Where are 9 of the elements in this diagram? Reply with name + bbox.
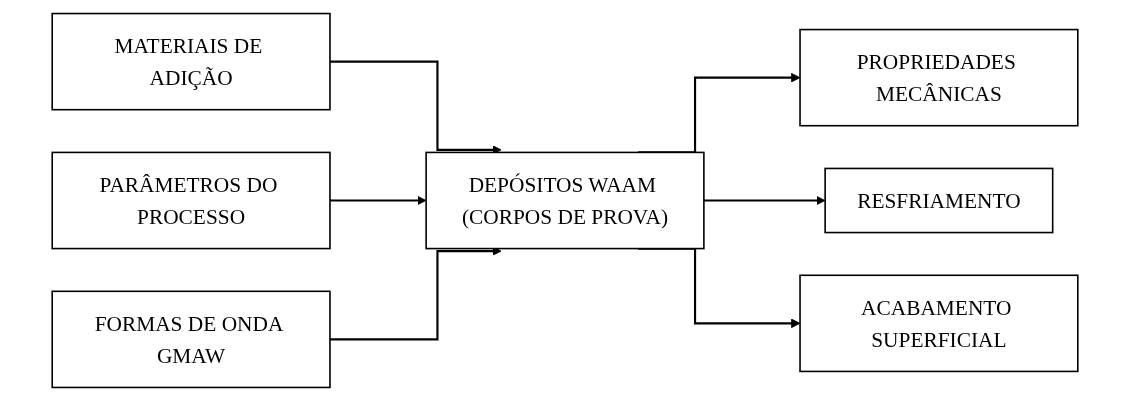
node-box: ACABAMENTO SUPERFICIAL [799, 274, 1079, 373]
node-box: PARÂMETROS DO PROCESSO [51, 151, 331, 250]
node-box: PROPRIEDADES MECÂNICAS [799, 28, 1079, 127]
node-box: MATERIAIS DE ADIÇÃO [51, 12, 331, 111]
arrow [703, 195, 826, 206]
arrow [329, 195, 427, 206]
node-box: FORMAS DE ONDA GMAW [51, 290, 331, 389]
node-box: DEPÓSITOS WAAM (CORPOS DE PROVA) [425, 151, 705, 250]
node-box: RESFRIAMENTO [824, 167, 1054, 234]
